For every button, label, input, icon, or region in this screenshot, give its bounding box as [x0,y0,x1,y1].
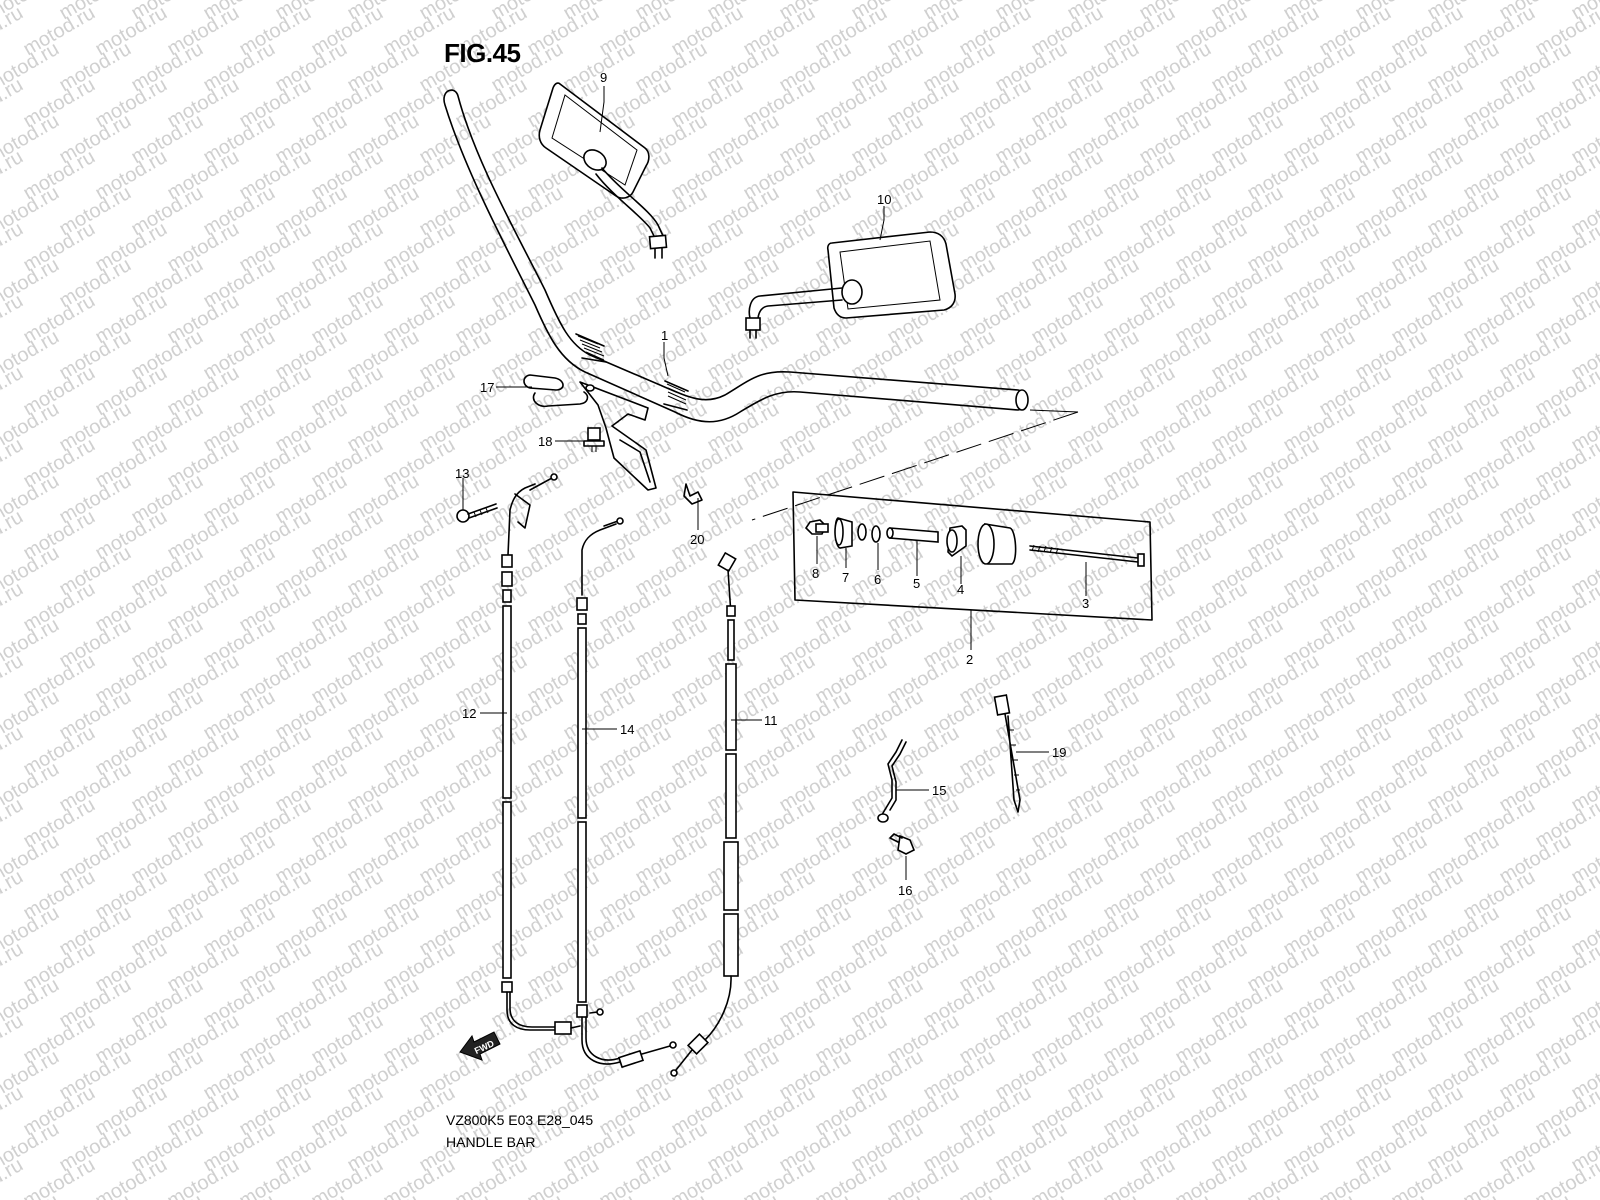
callout-8: 8 [812,566,819,581]
callout-5: 5 [913,576,920,591]
bolt-8[interactable] [804,519,829,535]
cable-tie-19[interactable] [993,694,1021,813]
holder-bracket[interactable] [579,381,657,491]
callout-10: 10 [877,192,891,207]
fwd-arrow: FWD [459,1031,501,1061]
leader-lines [462,86,1087,880]
callout-20: 20 [690,532,704,547]
knurl-left [575,333,607,363]
figure-title: FIG.45 [444,38,521,68]
callout-19: 19 [1052,745,1066,760]
handlebar[interactable] [443,89,1029,423]
callout-13: 13 [455,466,469,481]
callout-17: 17 [480,380,494,395]
projection-line-top [1029,409,1079,413]
callout-14: 14 [620,722,634,737]
callout-1: 1 [661,328,668,343]
callouts: 9 10 1 17 18 13 20 8 7 6 5 4 3 2 12 14 1… [455,70,1089,898]
projection-line [751,411,1079,521]
cable-11[interactable] [670,551,739,1077]
washer-6[interactable] [857,523,881,543]
callout-15: 15 [932,783,946,798]
balancer-assembly[interactable] [792,491,1153,621]
collar-5[interactable] [886,527,939,543]
mirror-right[interactable] [745,231,956,339]
model-code: VZ800K5 E03 E28_045 [446,1112,594,1128]
cable-14[interactable] [576,517,677,1069]
knurl-right [663,380,689,411]
figure-name: HANDLE BAR [446,1134,536,1150]
callout-6: 6 [874,572,881,587]
bolt-16[interactable] [889,833,916,855]
screw-3[interactable] [1029,544,1145,567]
callout-12: 12 [462,706,476,721]
bolt-18[interactable] [583,427,605,452]
callout-16: 16 [898,883,912,898]
balancer-weight[interactable] [977,523,1017,565]
clamp-15[interactable] [877,739,907,823]
clip-20[interactable] [683,483,703,505]
cushion-4[interactable] [946,525,967,558]
callout-9: 9 [600,70,607,85]
cable-clamp[interactable] [523,374,589,408]
weight-7[interactable] [834,517,853,549]
callout-4: 4 [957,582,964,597]
callout-18: 18 [538,434,552,449]
cable-12[interactable] [501,473,581,1035]
callout-3: 3 [1082,596,1089,611]
callout-2: 2 [966,652,973,667]
callout-11: 11 [764,713,778,728]
mirror-left[interactable] [538,82,668,259]
callout-7: 7 [842,570,849,585]
